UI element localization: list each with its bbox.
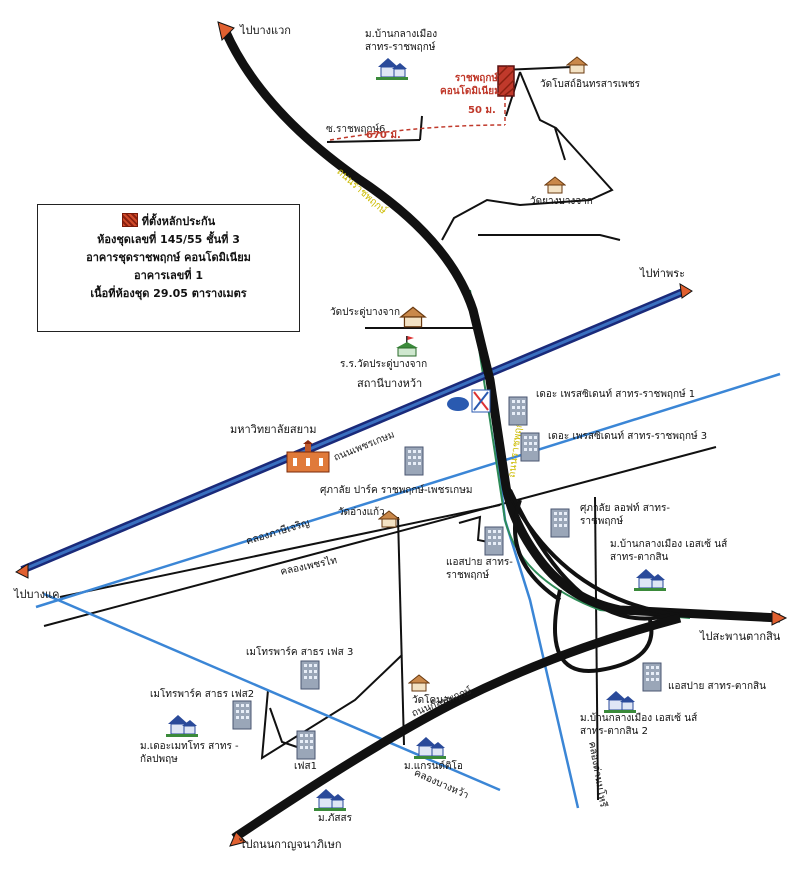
label-bang-wa-station: สถานีบางหว้า	[357, 377, 423, 390]
house-icon	[314, 789, 346, 811]
label-to-kanchanaphisek: ไปถนนกาญจนาภิเษก	[240, 838, 342, 851]
label-wat-yang-bang-chak: วัดยางบางจาก	[530, 196, 593, 207]
temple-icon	[399, 306, 427, 328]
label-the-president-1: เดอะ เพรสซิเดนท์ สาทร-ราชพฤกษ์ 1	[536, 389, 696, 400]
temple-icon	[378, 510, 400, 528]
arrow-to-bang-waek	[217, 21, 235, 41]
building-icon	[404, 446, 424, 476]
building-icon	[642, 662, 662, 692]
label-aspire-ratchaphruek: แอสปาย สาทร-ราชพฤกษ์	[446, 557, 513, 581]
road-line	[43, 446, 717, 627]
label-to-tha-phra: ไปท่าพระ	[640, 267, 686, 280]
arrow-to-taksin	[771, 610, 788, 626]
label-the-metro: ม.เดอะเมทโทร สาทร - กัลปพฤษ	[140, 741, 239, 765]
legend-line-2: อาคารชุดราชพฤกษ์ คอนโดมิเนียม	[86, 251, 251, 264]
label-the-president-3: เดอะ เพรสซิเดนท์ สาทร-ราชพฤกษ์ 3	[548, 431, 708, 442]
label-baan-klang-muang-taksin2: ม.บ้านกลางเมือง เอสเซ้ นส์ สาทร-ตากสิน 2	[580, 713, 698, 737]
label-school-wat-pradu: ร.ร.วัดประดู่บางจาก	[340, 359, 428, 370]
school-icon	[396, 336, 418, 357]
building-icon	[508, 396, 528, 426]
legend-line-3: อาคารเลขที่ 1	[134, 269, 203, 282]
label-to-bang-khae: ไปบางแค	[14, 588, 60, 601]
label-to-taksin-bridge: ไปสะพานตากสิน	[700, 630, 781, 643]
label-supalai-park: ศุภาลัย ปาร์ค ราชพฤกษ์-เพชรเกษม	[320, 485, 473, 496]
label-baan-klang-muang-taksin: ม.บ้านกลางเมือง เอสเซ้ นส์ สาทร-ตากสิน	[610, 539, 728, 563]
soi-line	[260, 654, 403, 760]
distance-50-label: 50 ม.	[468, 105, 496, 116]
label-phase1: เฟส1	[294, 761, 317, 772]
house-icon	[634, 569, 666, 591]
house-icon	[166, 715, 198, 737]
soi-line	[397, 516, 405, 746]
label-wat-ang-kaeo: วัดอ่างแก้ว	[338, 507, 385, 518]
soi-line	[269, 707, 301, 749]
label-wat-pradu-bang-chak: วัดประดู่บางจาก	[330, 307, 401, 318]
legend-box: ที่ตั้งหลักประกัน ห้องชุดเลขที่ 145/55 ช…	[37, 204, 300, 332]
interchange	[503, 484, 681, 673]
distance-670-label: 670 ม.	[366, 130, 401, 141]
building-icon	[550, 508, 570, 538]
legend-line-1: ห้องชุดเลขที่ 145/55 ชั้นที่ 3	[97, 233, 240, 246]
distance-line-670	[329, 124, 506, 141]
label-metro-park-phase2: เมโทรพาร์ค สาธร เฟส2	[150, 689, 255, 700]
station-icon	[447, 389, 491, 413]
label-soi-ratchaphruek6: ซ.ราชพฤกษ์6	[326, 124, 386, 135]
legend-title: ที่ตั้งหลักประกัน	[141, 215, 216, 228]
university-icon	[286, 440, 330, 473]
arrow-to-kanchanaphisek	[229, 831, 247, 847]
label-metro-park-phase3: เมโทรพาร์ค สาธร เฟส 3	[246, 647, 354, 658]
soi-line	[554, 127, 566, 161]
label-phassorn: ม.ภัสสร	[318, 813, 352, 824]
label-aspire-taksin: แอสปาย สาทร-ตากสิน	[668, 681, 766, 692]
temple-icon	[408, 674, 430, 692]
house-icon	[604, 691, 636, 713]
temple-icon	[544, 176, 566, 194]
rail-line	[469, 289, 691, 619]
label-wat-bo-sathin: วัดโบสถ์อินทรสารเพชร	[540, 79, 641, 90]
ratchaphruek-road	[220, 28, 781, 623]
kanlapaphruek-road	[231, 613, 682, 842]
arrow-to-bang-khae	[15, 563, 29, 579]
arrow-to-tha-phra	[679, 283, 693, 299]
house-icon	[376, 58, 408, 80]
house-icon	[414, 737, 446, 759]
temple-icon	[566, 56, 588, 74]
label-baan-klang-muang-ratchaphruek: ม.บ้านกลางเมือง สาทร-ราชพฤกษ์	[365, 29, 438, 53]
soi-line	[441, 71, 614, 241]
label-grand-tiara: ม.แกรนด์ติโอ	[404, 761, 463, 772]
label-siam-university: มหาวิทยาลัยสยาม	[230, 423, 317, 436]
road-line	[59, 504, 501, 598]
building-icon	[300, 660, 320, 690]
label-to-bang-waek: ไปบางแวก	[240, 24, 291, 37]
soi-line	[478, 234, 621, 241]
soi-line	[326, 139, 421, 143]
legend-line-4: เนื้อที่ห้องชุด 29.05 ตารางเมตร	[90, 287, 247, 300]
label-supalai-loft: ศุภาลัย ลอฟท์ สาทร-ราชพฤกษ์	[580, 503, 670, 527]
soi-line	[594, 496, 599, 801]
building-icon	[232, 700, 252, 730]
label-wat-khok-non: วัดโคนอน	[412, 695, 456, 706]
canal-phasi-charoen	[35, 372, 781, 609]
target-condo-label: ราชพฤกษ์ คอนโดมิเนียม	[440, 73, 501, 97]
building-icon	[296, 730, 316, 760]
hatched-swatch-icon	[121, 213, 138, 227]
building-icon	[484, 526, 504, 556]
building-icon	[520, 432, 540, 462]
